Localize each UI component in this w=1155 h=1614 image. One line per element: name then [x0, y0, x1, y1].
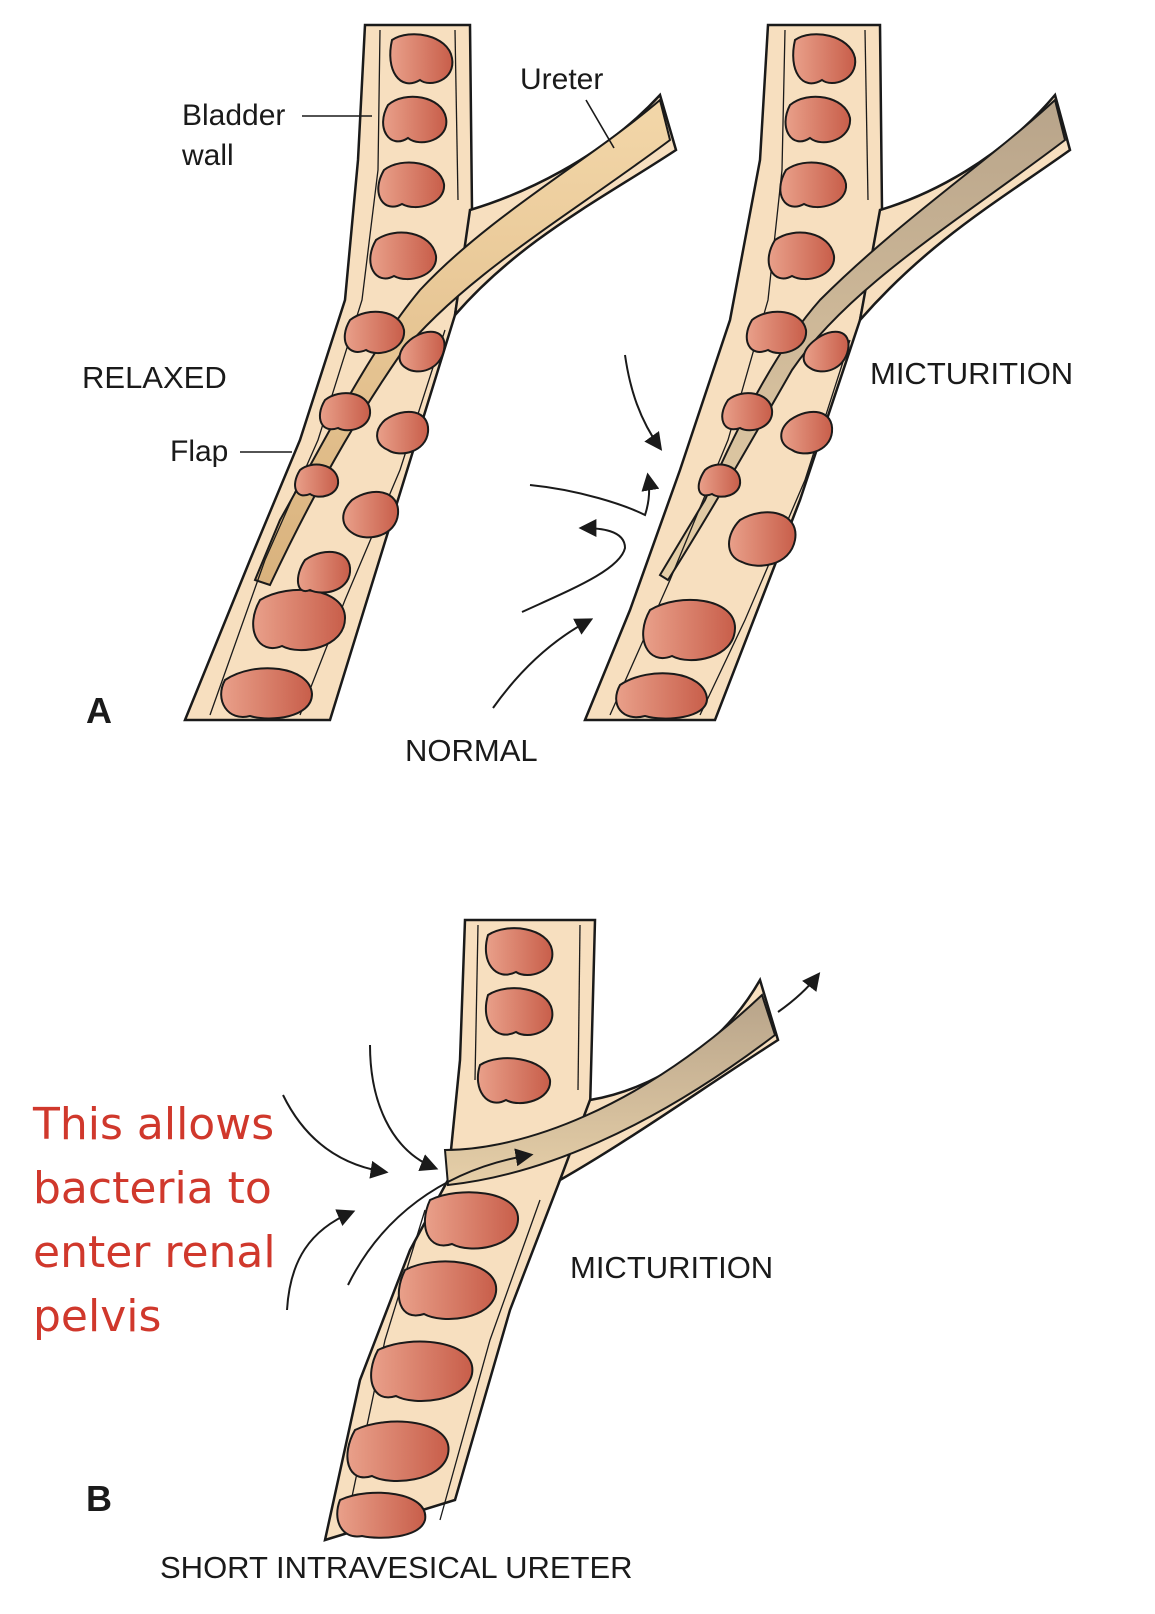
micturition-label-a: MICTURITION: [870, 356, 1074, 391]
flap-label: Flap: [170, 435, 229, 468]
micturition-bladder-wall: [583, 23, 1072, 722]
bacteria-note: This allows bacteria to enter renal pelv…: [33, 1099, 276, 1342]
leader-lines: [240, 99, 615, 453]
bladder-label: Bladder: [182, 99, 286, 132]
flow-arrows-b: [282, 972, 821, 1311]
micturition-label-b: MICTURITION: [570, 1250, 774, 1285]
relaxed-label: RELAXED: [82, 360, 227, 395]
wall-label: wall: [182, 139, 234, 172]
panel-letter-a: A: [86, 690, 112, 731]
panel-letter-b: B: [86, 1478, 112, 1519]
ureter-label: Ureter: [520, 63, 604, 96]
relaxed-bladder-wall: [183, 23, 678, 722]
short-ureter-bladder-wall: [323, 918, 780, 1542]
short-ureter-caption: SHORT INTRAVESICAL URETER: [160, 1550, 633, 1585]
flow-arrows-a: [492, 354, 663, 709]
normal-caption: NORMAL: [405, 733, 538, 768]
